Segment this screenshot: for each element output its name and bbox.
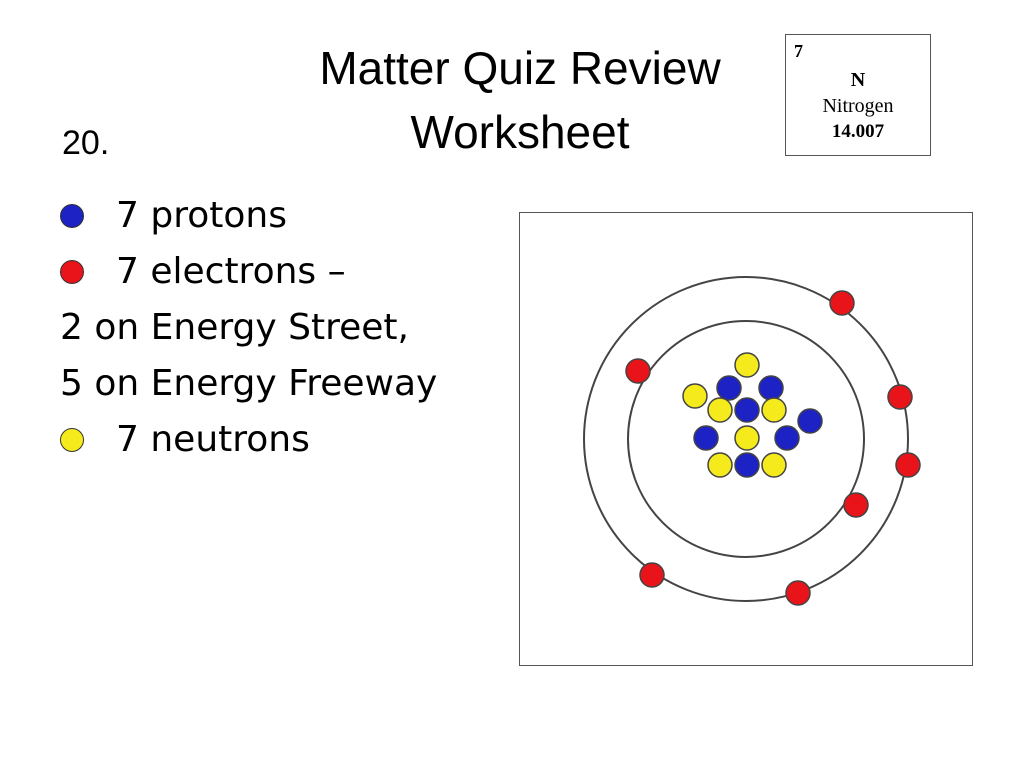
legend-neutrons-label: 7 neutrons [116,419,310,460]
electron-inner-shell [843,492,869,518]
legend-protons: 7 protons [60,188,437,244]
proton-dot-icon [60,204,84,228]
neutron-particle [707,452,733,478]
neutron-dot-icon [60,428,84,452]
proton-particle [734,397,760,423]
proton-particle [797,408,823,434]
element-symbol: N [850,69,866,91]
electron-outer-shell [785,580,811,606]
legend-neutrons: 7 neutrons [60,412,437,468]
nucleus [682,352,823,478]
bohr-model-diagram [519,212,973,666]
legend-electrons-shell1: 2 on Energy Street, [60,307,409,348]
slide-title: Matter Quiz Review Worksheet [230,36,810,164]
proton-particle [774,425,800,451]
legend-electrons: 7 electrons – [60,244,437,300]
inner-shell-orbit [627,320,865,558]
proton-particle [716,375,742,401]
atomic-number: 7 [794,41,803,61]
proton-particle [758,375,784,401]
outer-shell-orbit [583,276,909,602]
neutron-particle [761,397,787,423]
title-line-1: Matter Quiz Review [319,42,721,94]
element-name: Nitrogen [822,95,894,117]
neutron-particle [707,397,733,423]
electron-outer-shell [887,384,913,410]
particle-legend: 7 protons 7 electrons – 2 on Energy Stre… [60,188,437,468]
legend-protons-label: 7 protons [116,195,287,236]
electron-dot-icon [60,260,84,284]
electron-outer-shell [639,562,665,588]
neutron-particle [761,452,787,478]
title-line-2: Worksheet [410,106,630,158]
atomic-mass: 14.007 [831,121,885,142]
periodic-element-card: 7 N Nitrogen 14.007 [785,34,931,156]
neutron-particle [734,425,760,451]
electrons [625,290,921,606]
atom-svg [583,276,921,606]
neutron-particle [734,352,760,378]
electron-inner-shell [625,358,651,384]
proton-particle [734,452,760,478]
question-number: 20. [62,124,110,162]
proton-particle [693,425,719,451]
electron-outer-shell [895,452,921,478]
electron-outer-shell [829,290,855,316]
legend-electrons-label: 7 electrons – [116,251,346,292]
neutron-particle [682,383,708,409]
legend-electrons-shell2: 5 on Energy Freeway [60,363,438,404]
